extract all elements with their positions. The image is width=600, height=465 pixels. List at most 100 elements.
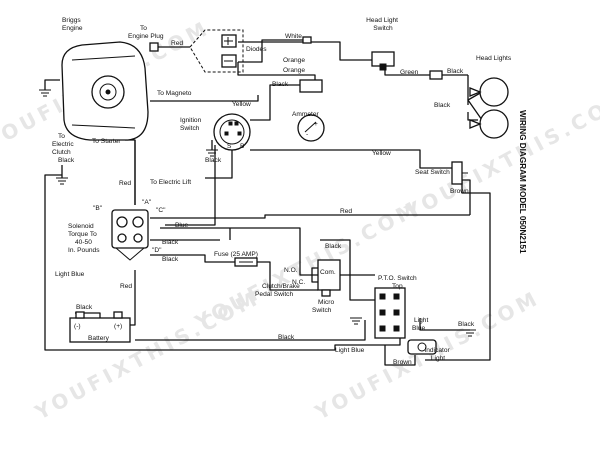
briggs-engine-label: Briggs Engine <box>62 17 83 32</box>
pto-pin-5 <box>379 325 386 332</box>
ammeter-label: Ammeter <box>292 111 320 118</box>
fuse-label: Fuse (25 AMP) <box>214 251 258 258</box>
diodes <box>189 29 244 73</box>
terminal-d-label: "D" <box>152 247 162 254</box>
seat-switch-body <box>451 161 463 185</box>
wire-label-red-starter: Red <box>119 180 131 187</box>
wire-black-bottom <box>135 320 366 341</box>
diode-housing <box>189 29 244 73</box>
wire-label-red-main: Red <box>340 208 352 215</box>
ignition-switch-body <box>213 113 251 151</box>
solenoid-body <box>111 209 149 249</box>
wire-headlight-links <box>467 91 483 121</box>
wire-label-light-blue-pto-1: Light <box>414 317 428 324</box>
wire-diode-bridge <box>237 62 262 76</box>
clutch-brake-switch <box>317 259 341 297</box>
pto-switch-line-1: P.T.O. Switch <box>378 275 417 282</box>
wire-label-black-headlight: Black <box>447 68 464 75</box>
seat-switch <box>451 161 468 185</box>
pto-switch-label: P.T.O. Switch Top <box>378 275 419 290</box>
micro-switch-label: Micro Switch <box>312 299 336 314</box>
ignition-terminal-b-label: B <box>240 143 245 150</box>
wire-label-light-blue-left: Light Blue <box>55 271 85 278</box>
battery-body <box>69 317 131 343</box>
engine-plug-connector <box>149 42 159 52</box>
watermark-text-4: YOUFIXTHIS.COM <box>400 85 600 224</box>
engine-shroud-lines <box>71 55 136 129</box>
solenoid-terminal-c <box>117 233 127 243</box>
ignition-terminal-s-label: S <box>227 143 232 150</box>
solenoid <box>111 209 149 261</box>
seat-switch-label: Seat Switch <box>415 169 450 176</box>
wire-label-light-blue-bottom: Light Blue <box>335 347 365 354</box>
wire-white <box>238 41 375 61</box>
head-light-2 <box>479 109 509 139</box>
ignition-switch <box>213 113 251 151</box>
watermark-text-2: YOUFIXTHIS.COM <box>310 285 544 424</box>
wire-label-orange: Orange <box>283 67 305 74</box>
head-light-switch <box>371 51 395 71</box>
micro-switch-line-1: Micro <box>318 299 334 306</box>
wire-label-black-headlight2: Black <box>434 102 451 109</box>
wire-label-yellow-magneto: Yellow <box>232 101 251 108</box>
ammeter <box>297 79 325 142</box>
to-magneto-label: To Magneto <box>157 90 192 97</box>
micro-switch-button <box>321 289 331 297</box>
com-label: Com. <box>320 269 336 276</box>
to-electric-clutch-line-2: Electric <box>52 141 74 148</box>
pto-pin-1 <box>379 293 386 300</box>
wire-label-blue: Blue <box>175 222 189 229</box>
to-engine-plug-line-2: Engine Plug <box>128 33 164 40</box>
pto-pin-2 <box>393 293 400 300</box>
wire-label-black-sol1: Black <box>162 239 179 246</box>
head-light-switch-label: Head Light Switch <box>366 17 400 32</box>
ammeter-plus-label: + <box>314 121 318 128</box>
wire-label-yellow-seat: Yellow <box>372 150 391 157</box>
wire-label-black-clutch: Black <box>58 157 75 164</box>
solenoid-line-2: Torque To <box>68 231 97 238</box>
clutch-brake-switch-label: Clutch/Brake Pedal Switch <box>255 283 302 298</box>
no-label: N.O. <box>284 267 298 274</box>
wire-green <box>384 70 430 76</box>
battery-post-negative <box>75 311 85 319</box>
engine-hub <box>99 83 117 101</box>
wire-label-brown-bottom: Brown <box>393 359 412 366</box>
ammeter-minus-label: - <box>306 131 308 138</box>
wire-yellow-magneto <box>150 95 259 102</box>
solenoid-line-1: Solenoid <box>68 223 94 230</box>
wire-orange-top <box>238 39 303 63</box>
wire-brown <box>425 180 491 361</box>
terminal-a-label: "A" <box>142 199 152 206</box>
wire-electric-lift <box>205 150 233 179</box>
indicator-light-line-2: Light <box>431 355 445 362</box>
wire-label-black-ignition: Black <box>205 157 222 164</box>
engine-hub-center <box>105 89 111 95</box>
wire-fuse-out <box>258 261 318 291</box>
indicator-light <box>407 339 437 355</box>
head-light-2-back <box>469 119 482 129</box>
fuse <box>234 257 258 267</box>
solenoid-label: Solenoid Torque To 40-50 In. Pounds <box>68 223 100 254</box>
battery <box>69 311 131 343</box>
wire-black-sol2 <box>150 254 258 263</box>
battery-label: Battery <box>88 335 110 342</box>
terminal-b-label: "B" <box>93 205 103 212</box>
wire-black-com <box>320 239 375 301</box>
wire-label-red-battery: Red <box>120 283 132 290</box>
wire-black-headlight2 <box>467 112 478 121</box>
solenoid-bracket <box>115 247 145 261</box>
to-electric-clutch-label: To Electric Clutch <box>52 133 75 156</box>
indicator-light-body <box>407 339 437 355</box>
to-electric-clutch-line-1: To <box>58 133 65 140</box>
wire-label-red-diodes: Red <box>171 40 183 47</box>
pto-switch <box>374 287 406 339</box>
wire-label-black-bottom: Black <box>278 334 295 341</box>
solenoid-line-4: In. Pounds <box>68 247 100 254</box>
wire-label-green: Green <box>400 69 419 76</box>
nc-label: N.C. <box>292 279 305 286</box>
wire-label-black-pto: Black <box>458 321 475 328</box>
wire-red-seat <box>462 179 471 215</box>
component-labels: Briggs Engine To Engine Plug Diodes Head… <box>52 17 512 362</box>
to-engine-plug-line-1: To <box>140 25 147 32</box>
